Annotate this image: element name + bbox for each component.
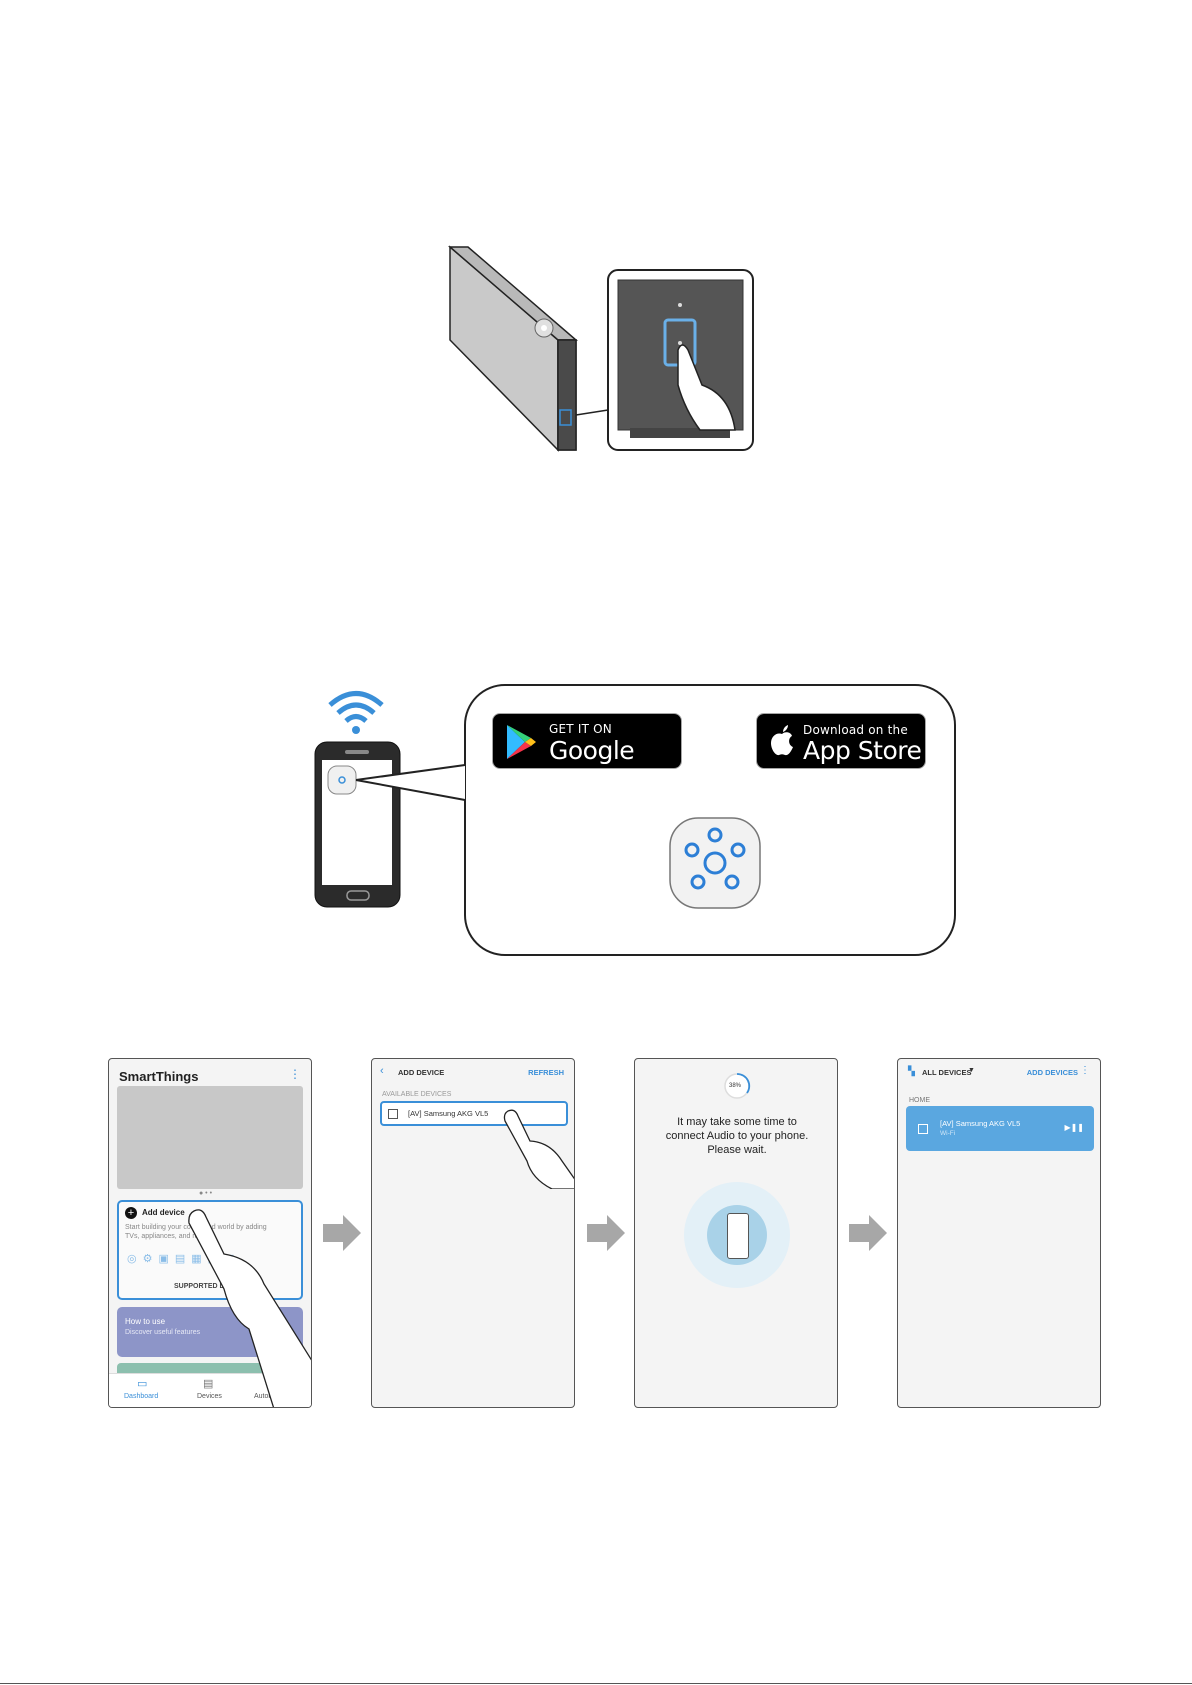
- nav-devices[interactable]: Devices: [197, 1393, 222, 1400]
- google-play-badge[interactable]: GET IT ON Google Play: [492, 713, 682, 794]
- device-name: [AV] Samsung AKG VL5: [940, 1119, 1021, 1128]
- available-devices-header: AVAILABLE DEVICES: [382, 1091, 452, 1098]
- arrow-right-icon: [587, 1215, 625, 1251]
- app-title: SmartThings: [119, 1069, 199, 1084]
- add-device-label: Add device: [142, 1208, 185, 1217]
- google-play-small-text: GET IT ON: [549, 722, 612, 736]
- apple-icon: [771, 725, 793, 756]
- dropdown-icon[interactable]: ▼: [968, 1067, 975, 1074]
- page-indicator: ● • •: [199, 1190, 213, 1197]
- banner-placeholder[interactable]: [117, 1086, 303, 1189]
- all-devices-title[interactable]: ALL DEVICES: [922, 1068, 972, 1077]
- grid-icon: ▚: [908, 1066, 915, 1076]
- device-card[interactable]: [AV] Samsung AKG VL5 Wi-Fi ▶❚❚: [906, 1106, 1094, 1151]
- add-device-title: ADD DEVICE: [398, 1068, 445, 1077]
- device-icon: [918, 1124, 928, 1134]
- play-pause-icon[interactable]: ▶❚❚: [1064, 1123, 1084, 1132]
- message-line2: connect Audio to your phone.: [665, 1130, 809, 1142]
- message-line3: Please wait.: [707, 1144, 767, 1156]
- device-icon: [388, 1109, 398, 1119]
- progress-ring-icon: [724, 1073, 751, 1099]
- google-play-icon: [507, 725, 536, 759]
- device-list-item[interactable]: [AV] Samsung AKG VL5: [380, 1101, 568, 1126]
- page-bottom-rule: [0, 1683, 1192, 1684]
- next-card-peek: [117, 1363, 303, 1373]
- phone-icon: [727, 1213, 749, 1259]
- back-icon[interactable]: ‹: [380, 1065, 384, 1077]
- speaker-illustration: [447, 245, 754, 452]
- google-play-big-text: Google Play: [549, 736, 635, 794]
- devices-icon: ▤: [203, 1378, 214, 1390]
- refresh-button[interactable]: REFRESH: [528, 1068, 564, 1077]
- supported-devices-label: SUPPORTED D: [174, 1283, 225, 1290]
- arrow-right-icon: [849, 1215, 887, 1251]
- message-line1: It may take some time to: [677, 1116, 797, 1128]
- app-download-illustration: GET IT ON Google Play Download on the Ap…: [300, 680, 960, 965]
- more-options-icon[interactable]: ⋮: [1080, 1065, 1090, 1076]
- plus-icon: +: [125, 1207, 137, 1219]
- nav-dashboard[interactable]: Dashboard: [124, 1393, 159, 1400]
- app-store-small-text: Download on the: [803, 723, 908, 737]
- progress-percent: 38%: [729, 1083, 742, 1089]
- add-device-desc-line2: TVs, appliances, and more.: [125, 1233, 211, 1240]
- home-section-header: HOME: [909, 1097, 930, 1104]
- tapping-hand-icon: [503, 1109, 574, 1189]
- screen-add-device: ‹ ADD DEVICE REFRESH AVAILABLE DEVICES […: [371, 1058, 575, 1408]
- more-options-icon[interactable]: ⋮: [289, 1067, 301, 1081]
- dashboard-icon: ▭: [137, 1378, 148, 1390]
- app-store-big-text: App Store: [803, 736, 922, 765]
- how-to-use-title: How to use: [125, 1317, 166, 1326]
- screen-dashboard: SmartThings ⋮ ● • • + Add device Start b…: [108, 1058, 312, 1408]
- add-devices-button[interactable]: ADD DEVICES: [1026, 1068, 1078, 1077]
- device-name: [AV] Samsung AKG VL5: [408, 1109, 489, 1118]
- app-store-badge[interactable]: Download on the App Store: [756, 713, 926, 769]
- how-to-use-subtitle: Discover useful features: [125, 1329, 201, 1336]
- add-device-card[interactable]: + Add device Start building your connect…: [117, 1200, 303, 1300]
- arrow-right-icon: [323, 1215, 361, 1251]
- screen-all-devices: ▚ ALL DEVICES ▼ ADD DEVICES ⋮ HOME [AV] …: [897, 1058, 1101, 1408]
- screen-connecting: 38% It may take some time to connect Aud…: [634, 1058, 838, 1408]
- device-connection: Wi-Fi: [940, 1130, 956, 1137]
- tapping-hand-icon: [188, 1209, 311, 1407]
